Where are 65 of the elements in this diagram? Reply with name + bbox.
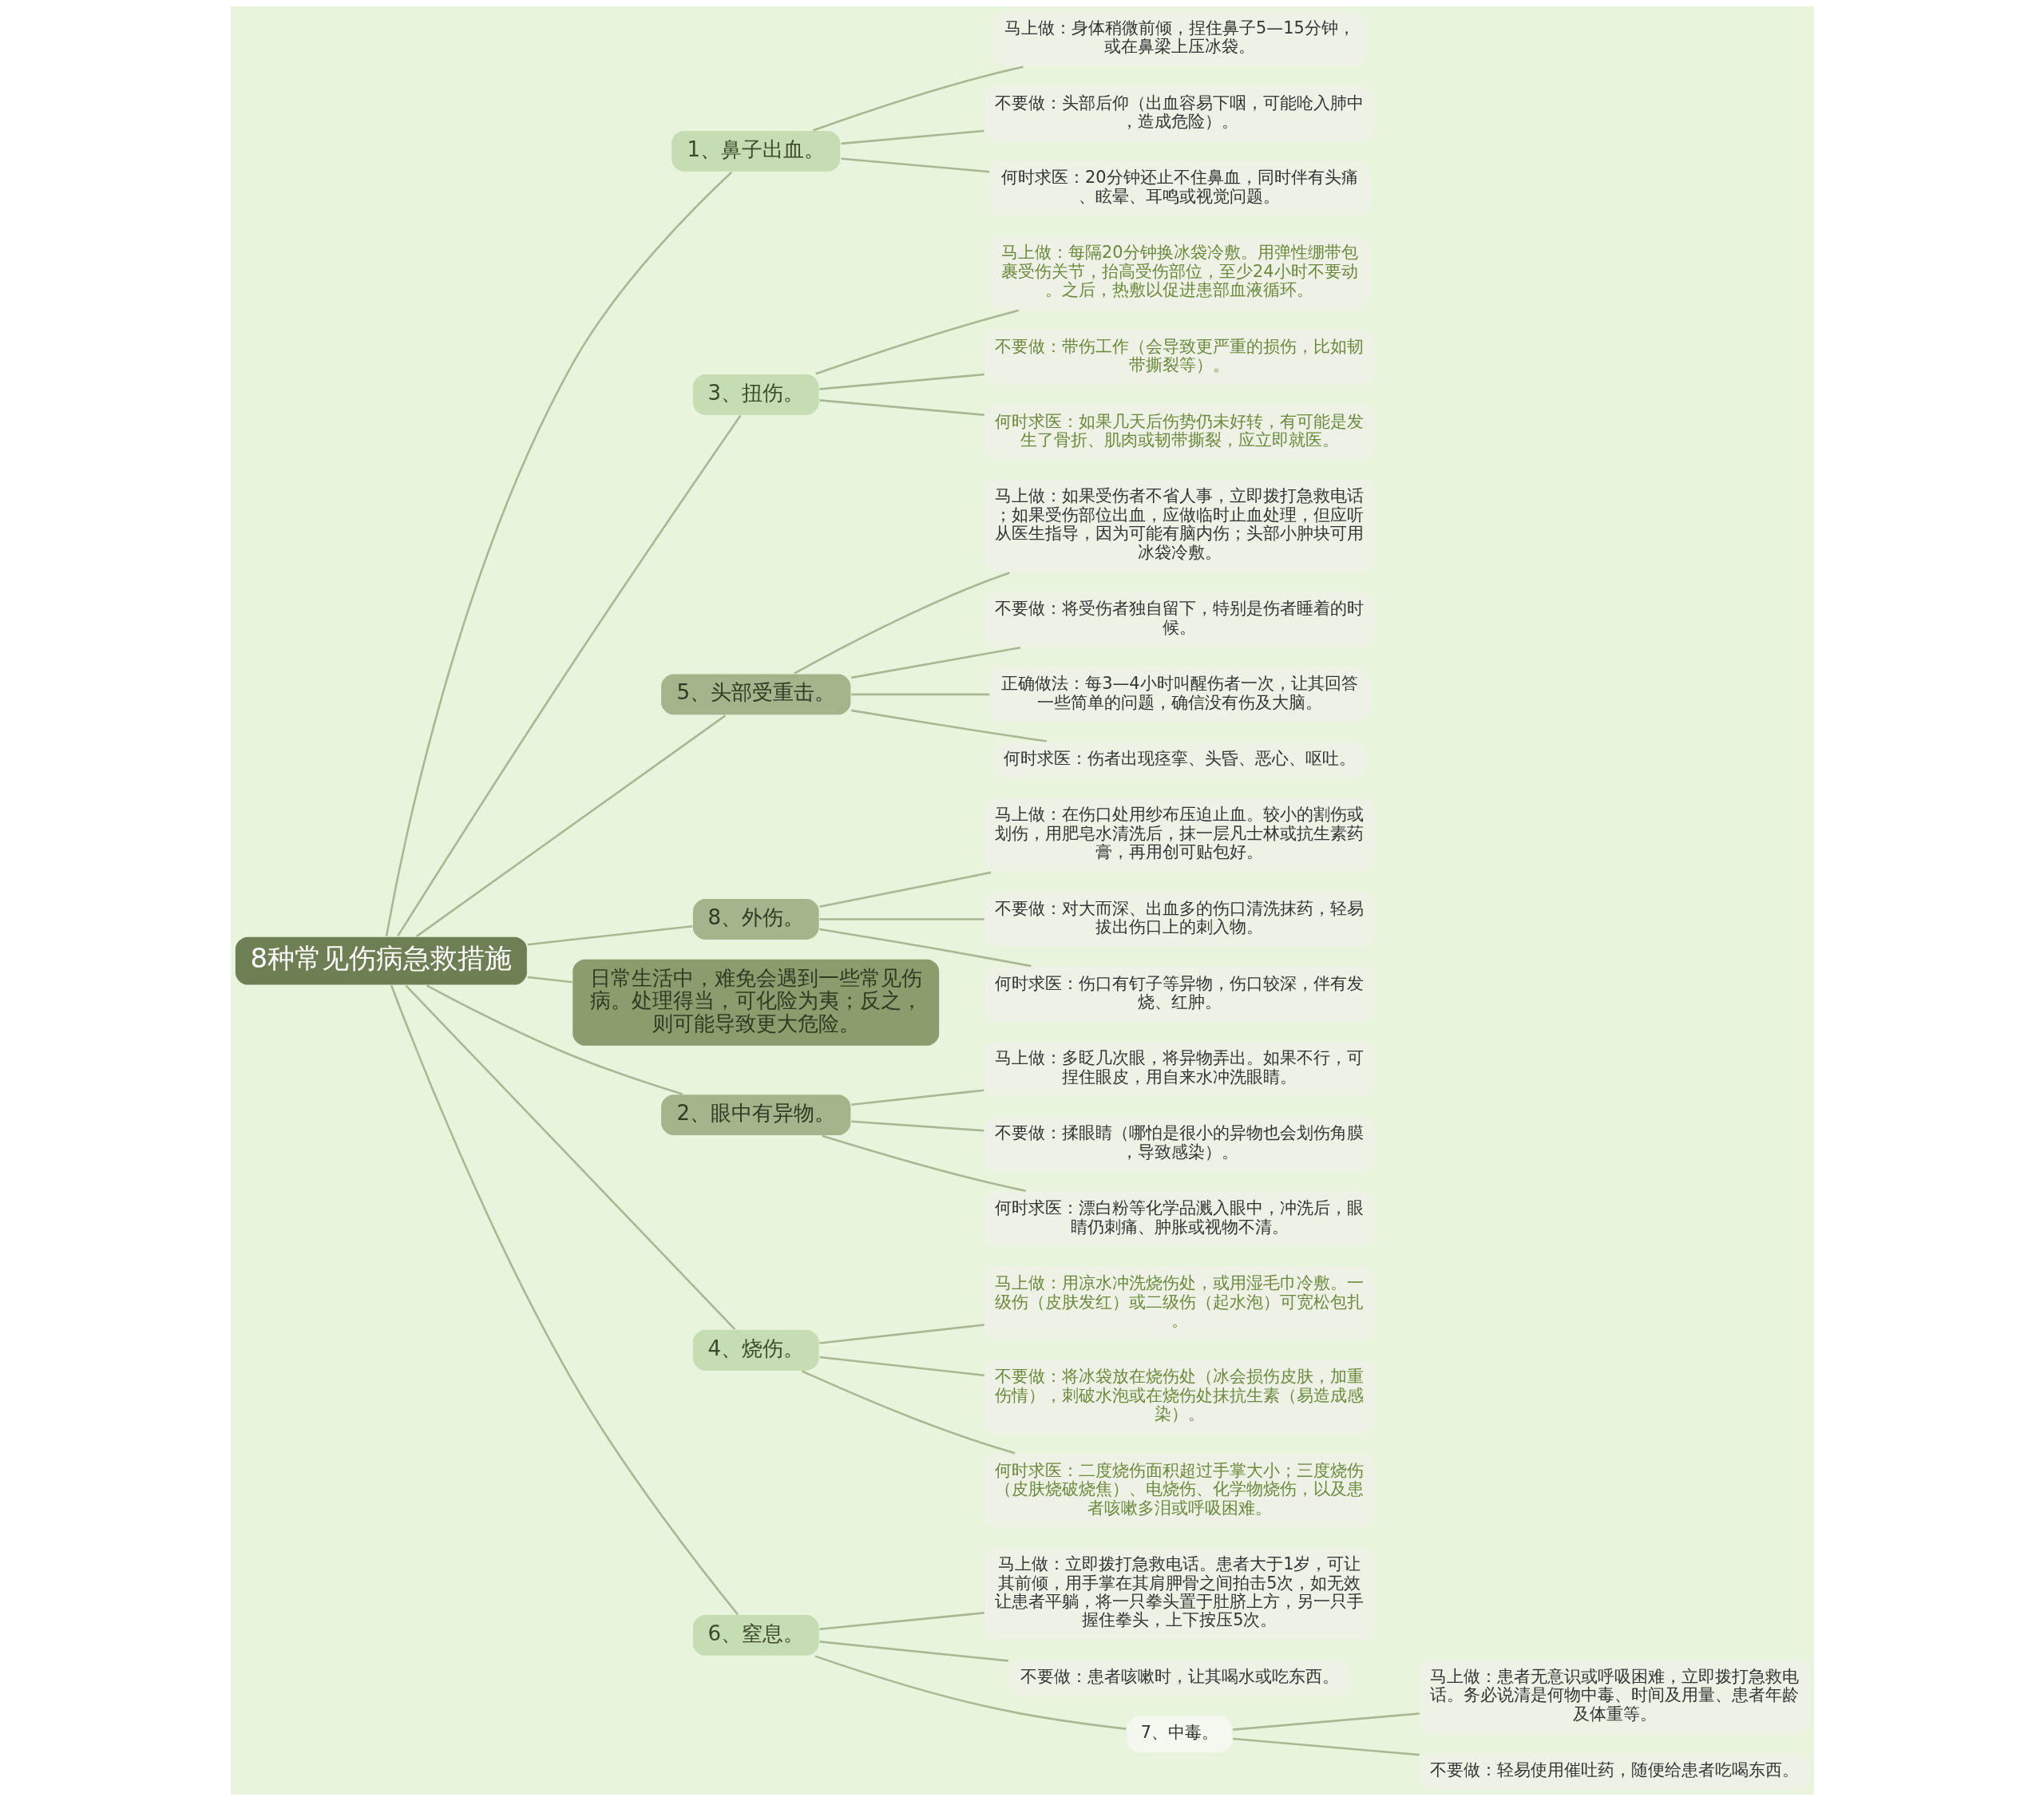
connector — [850, 646, 1020, 679]
node-box: 4、烧伤。 — [691, 1328, 820, 1372]
connector — [818, 928, 1032, 968]
node-box: 何时求医：二度烧伤面积超过手掌大小；三度烧伤（皮肤烧破烧焦）、电烧伤、化学物烧伤，以及患者咳嗽多泪或呼吸困难。 — [983, 1452, 1375, 1529]
connector — [818, 1356, 984, 1377]
node-box: 马上做：每隔20分钟换冰袋冷敷。用弹性绷带包裹受伤关节，抬高受伤部位，至少24小时不要动。之后，热敷以促进患部血液循环。 — [988, 235, 1370, 311]
connector — [426, 984, 683, 1095]
connector — [818, 1324, 984, 1344]
connector — [793, 572, 1010, 675]
node-box: 马上做：立即拨打急救电话。患者大于1岁，可让其前倾，用手掌在其肩胛骨之间拍击5次，如无效让患者平躺，将一只拳头置于肚脐上方，另一只手握住拳头，上下按压5次。 — [983, 1546, 1375, 1641]
node-box: 不要做：轻易使用催吐药，随便给患者吃喝东西。 — [1418, 1752, 1810, 1791]
connector — [812, 65, 1024, 132]
node-box: 8种常见伤病急救措施 — [234, 936, 528, 986]
node-box: 何时求医：20分钟还止不住鼻血，同时伴有头痛、眩晕、耳鸣或视觉问题。 — [988, 160, 1370, 218]
node-box: 不要做：带伤工作（会导致更严重的损伤，比如韧带撕裂等）。 — [983, 328, 1375, 386]
connector — [404, 984, 735, 1330]
connector — [390, 984, 739, 1616]
connector — [527, 924, 692, 946]
connector — [801, 1370, 1015, 1455]
connector — [814, 1655, 1127, 1730]
node-box: 马上做：如果受伤者不省人事，立即拨打急救电话；如果受伤部位出血，应做临时止血处理，但应听从医生指导，因为可能有脑内伤；头部小肿块可用冰袋冷敷。 — [983, 478, 1375, 573]
node-box: 3、扭伤。 — [691, 373, 820, 417]
node-box: 不要做：头部后仰（出血容易下咽，可能呛入肺中，造成危险）。 — [983, 85, 1375, 143]
connector — [818, 1641, 1008, 1662]
node-box: 8、外伤。 — [691, 897, 820, 941]
node-box: 马上做：患者无意识或呼吸困难，立即拨打急救电话。务必说清是何物中毒、时间及用量、患者年龄及体重等。 — [1418, 1658, 1810, 1735]
node-box: 1、鼻子出血。 — [670, 129, 842, 173]
connector — [396, 414, 741, 937]
node-box: 5、头部受重击。 — [660, 673, 852, 716]
node-box: 正确做法：每3—4小时叫醒伤者一次，让其回答一些简单的问题，确信没有伤及大脑。 — [988, 666, 1370, 723]
node-box: 2、眼中有异物。 — [660, 1093, 852, 1137]
node-box: 马上做：在伤口处用纱布压迫止血。较小的割伤或划伤，用肥皂水清洗后，抹一层凡士林或抗生素药膏，再用创可贴包好。 — [983, 797, 1375, 873]
connector — [821, 1134, 1026, 1193]
node-box: 何时求医：伤者出现痉挛、头昏、恶心、呕吐。 — [992, 740, 1367, 780]
connector — [385, 171, 732, 936]
connector — [850, 709, 1047, 742]
node-box: 不要做：对大而深、出血多的伤口清洗抹药，轻易拔出伤口上的刺入物。 — [983, 890, 1375, 948]
connector — [819, 918, 984, 920]
node-box: 7、中毒。 — [1125, 1715, 1233, 1754]
connector — [841, 129, 984, 145]
connector — [850, 1089, 984, 1106]
connector — [1232, 1737, 1420, 1756]
node-box: 6、窒息。 — [691, 1613, 820, 1657]
node-box: 马上做：多眨几次眼，将异物弄出。如果不行，可捏住眼皮，用自来水冲洗眼睛。 — [983, 1040, 1375, 1098]
node-box: 日常生活中，难免会遇到一些常见伤病。处理得当，可化险为夷；反之，则可能导致更大危险。 — [571, 958, 940, 1047]
node-box: 不要做：将冰袋放在烧伤处（冰会损伤皮肤，加重伤情），刺破水泡或在烧伤处抹抗生素（易造成感染）。 — [983, 1359, 1375, 1435]
connector — [841, 157, 989, 173]
connector — [818, 399, 984, 416]
node-box: 何时求医：如果几天后伤势仍未好转，有可能是发生了骨折、肌肉或韧带撕裂，应立即就医。 — [983, 403, 1375, 461]
node-box: 不要做：将受伤者独自留下，特别是伤者睡着的时候。 — [983, 591, 1375, 648]
node-box: 马上做：用凉水冲洗烧伤处，或用湿毛巾冷敷。一级伤（皮肤发红）或二级伤（起水泡）可宽松包扎。 — [983, 1265, 1375, 1342]
connector — [850, 693, 989, 696]
connector — [818, 871, 991, 908]
connector — [1232, 1712, 1420, 1731]
connector — [814, 309, 1019, 375]
connector — [818, 1612, 984, 1630]
connector — [818, 373, 984, 390]
connector — [527, 976, 572, 984]
node-box: 马上做：身体稍微前倾，捏住鼻子5—15分钟，或在鼻梁上压冰袋。 — [992, 10, 1367, 68]
node-box: 不要做：患者咳嗽时，让其喝水或吃东西。 — [1008, 1658, 1351, 1697]
node-box: 不要做：揉眼睛（哪怕是很小的异物也会划伤角膜，导致感染）。 — [983, 1115, 1375, 1173]
node-box: 何时求医：伤口有钉子等异物，伤口较深，伴有发烧、红肿。 — [983, 965, 1375, 1023]
connector — [850, 1120, 984, 1132]
node-box: 何时求医：漂白粉等化学品溅入眼中，冲洗后，眼睛仍刺痛、肿胀或视物不清。 — [983, 1190, 1375, 1248]
connector — [415, 714, 726, 937]
